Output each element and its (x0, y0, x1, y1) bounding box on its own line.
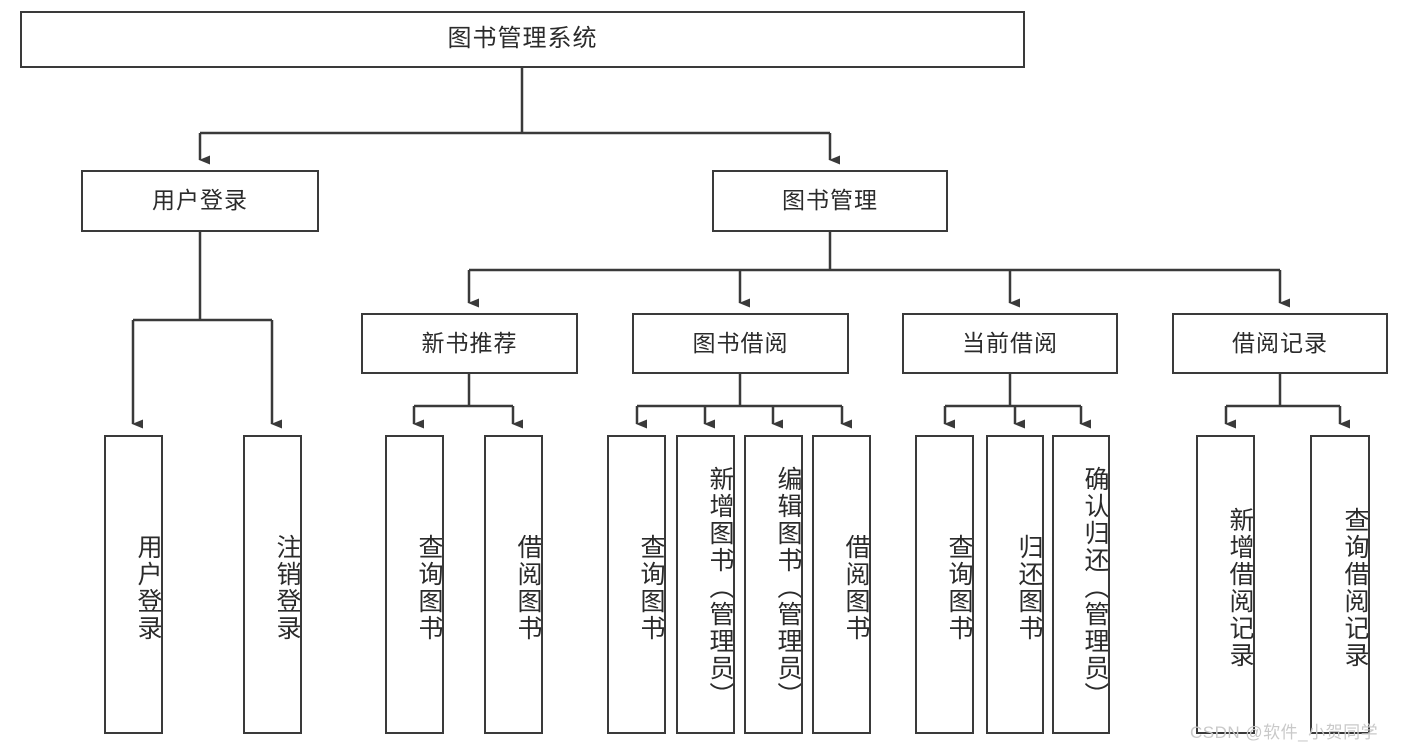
node-label: 查询借阅记录 (1341, 506, 1369, 669)
leaf-user-login-signin[interactable]: 用户登录 (104, 435, 163, 734)
node-label: 借阅记录 (1232, 329, 1328, 356)
node-label: 当前借阅 (962, 329, 1058, 356)
leaf-current-borrow-return[interactable]: 归还图书 (986, 435, 1044, 734)
node-user-login[interactable]: 用户登录 (81, 170, 319, 232)
node-label: 查询图书 (415, 533, 443, 642)
node-label: 新增借阅记录 (1226, 506, 1254, 669)
leaf-new-book-query[interactable]: 查询图书 (385, 435, 444, 734)
node-label: 借阅图书 (842, 533, 870, 642)
leaf-user-login-signout[interactable]: 注销登录 (243, 435, 302, 734)
node-label: 新增图书（管理员） (706, 466, 734, 709)
node-book-management[interactable]: 图书管理 (712, 170, 948, 232)
node-label: 确认归还（管理员） (1081, 466, 1109, 709)
node-label: 用户登录 (152, 187, 248, 214)
leaf-borrow-record-add[interactable]: 新增借阅记录 (1196, 435, 1255, 734)
node-label: 图书管理 (782, 187, 878, 214)
leaf-new-book-borrow[interactable]: 借阅图书 (484, 435, 543, 734)
node-label: 查询图书 (945, 533, 973, 642)
node-current-borrow[interactable]: 当前借阅 (902, 313, 1118, 374)
leaf-current-borrow-query[interactable]: 查询图书 (915, 435, 974, 734)
node-label: 图书借阅 (692, 329, 789, 356)
node-borrow-record[interactable]: 借阅记录 (1172, 313, 1388, 374)
leaf-current-borrow-confirm-return[interactable]: 确认归还（管理员） (1052, 435, 1110, 734)
node-new-book-recommend[interactable]: 新书推荐 (361, 313, 578, 374)
node-label: 编辑图书（管理员） (774, 466, 802, 709)
leaf-book-borrow-add[interactable]: 新增图书（管理员） (676, 435, 735, 734)
csdn-watermark: CSDN @软件_小贺同学 (1190, 723, 1379, 742)
node-label: 查询图书 (637, 533, 665, 642)
leaf-book-borrow-borrow[interactable]: 借阅图书 (812, 435, 871, 734)
node-label: 借阅图书 (514, 533, 542, 642)
node-label: 归还图书 (1015, 533, 1043, 642)
node-label: 用户登录 (134, 533, 162, 642)
leaf-book-borrow-edit[interactable]: 编辑图书（管理员） (744, 435, 803, 734)
node-label: 新书推荐 (421, 329, 518, 356)
leaf-borrow-record-query[interactable]: 查询借阅记录 (1310, 435, 1370, 734)
node-book-borrow[interactable]: 图书借阅 (632, 313, 849, 374)
node-label: 图书管理系统 (447, 25, 598, 53)
node-root-system[interactable]: 图书管理系统 (20, 11, 1025, 68)
node-label: 注销登录 (273, 533, 301, 642)
leaf-book-borrow-query[interactable]: 查询图书 (607, 435, 666, 734)
